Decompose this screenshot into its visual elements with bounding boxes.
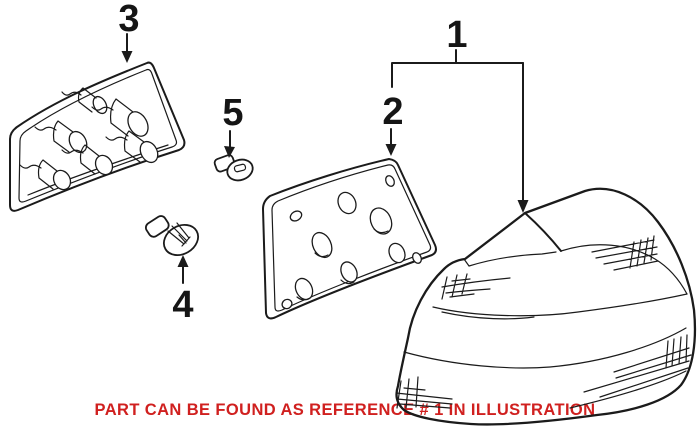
- callout-5: 5: [222, 92, 244, 158]
- callout-3-label: 3: [118, 0, 139, 40]
- reference-note: PART CAN BE FOUND AS REFERENCE # 1 IN IL…: [94, 401, 596, 419]
- part-3-bulb-carrier-drawing: [9, 61, 186, 212]
- lens-hatch-top-left: [441, 273, 511, 300]
- callout-4: 4: [172, 255, 194, 326]
- lens-hatch-bottom-left: [395, 376, 453, 409]
- callout-2-arrowhead: [385, 144, 397, 156]
- bulb-socket: [61, 87, 108, 115]
- callout-1-label: 1: [446, 14, 467, 56]
- bulb-socket: [34, 120, 88, 154]
- callout-1-bracket: 1: [391, 14, 529, 213]
- bulb-socket: [91, 98, 149, 137]
- bulb-socket: [105, 130, 159, 164]
- bulb-socket: [19, 159, 72, 191]
- callout-2-label: 2: [382, 91, 403, 133]
- lens-hatch-top-right: [591, 235, 659, 271]
- callout-1-bracket-lines: [391, 49, 524, 88]
- callout-3: 3: [118, 0, 140, 63]
- callout-5-arrowhead: [224, 146, 235, 158]
- part-5-bulb-drawing: [213, 154, 254, 182]
- part-1-lens-drawing: [395, 187, 697, 426]
- callout-5-label: 5: [222, 92, 243, 134]
- part-4-bulb-drawing: [144, 215, 199, 256]
- callout-4-arrowhead: [177, 255, 189, 267]
- lens-hatch-bottom-right: [583, 334, 692, 398]
- bulb-socket: [61, 144, 114, 176]
- callout-1-arrowhead: [517, 200, 529, 213]
- gasket-holes: [281, 175, 422, 310]
- callout-3-arrowhead: [121, 51, 133, 63]
- part-2-gasket-drawing: [262, 158, 437, 320]
- callout-4-label: 4: [172, 284, 193, 326]
- callout-2: 2: [382, 91, 404, 156]
